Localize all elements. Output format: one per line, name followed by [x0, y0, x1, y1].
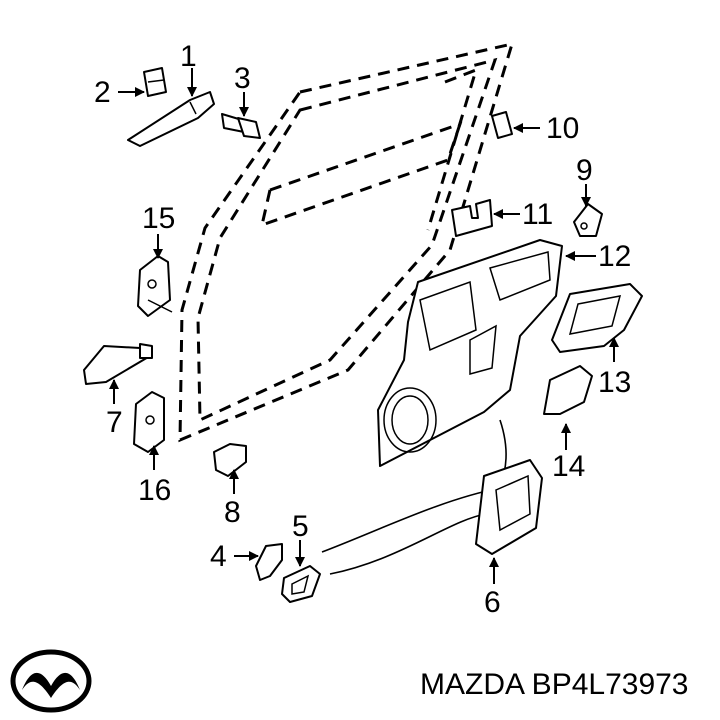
- callout-11: 11: [522, 198, 553, 231]
- part-10-clip: [491, 111, 513, 139]
- part-14-seal: [543, 365, 593, 415]
- callout-4: 4: [210, 540, 227, 573]
- part-11-bracket: [451, 199, 493, 237]
- callout-12: 12: [598, 240, 631, 273]
- door-outline: [178, 41, 515, 443]
- part-9-clip: [573, 203, 603, 237]
- callout-2: 2: [94, 76, 111, 109]
- callout-9: 9: [576, 154, 593, 187]
- callout-7: 7: [106, 406, 123, 439]
- callout-5: 5: [292, 510, 309, 543]
- part-3-bolt: [221, 113, 261, 139]
- callout-13: 13: [598, 366, 631, 399]
- callout-8: 8: [224, 496, 241, 529]
- callout-1: 1: [180, 40, 197, 73]
- mazda-logo-icon: [10, 649, 92, 713]
- part-5-bezel: [281, 565, 321, 603]
- callout-16: 16: [138, 474, 171, 507]
- part-16-lower-hinge: [133, 391, 165, 453]
- callout-14: 14: [552, 450, 585, 483]
- part-number-label: MAZDA BP4L73973: [420, 668, 689, 701]
- part-2-clip: [143, 67, 167, 97]
- callout-6: 6: [484, 586, 501, 619]
- part-12-regulator-panel: [377, 239, 563, 467]
- callout-10: 10: [546, 112, 579, 145]
- part-15-upper-hinge: [137, 255, 173, 317]
- callout-15: 15: [142, 202, 175, 235]
- callout-3: 3: [234, 62, 251, 95]
- part-4-inner-handle: [255, 543, 283, 581]
- part-6-latch: [321, 419, 543, 575]
- leader-arrows: [109, 68, 619, 584]
- part-13-cover: [551, 283, 643, 353]
- part-7-door-check: [83, 343, 153, 385]
- part-1-outer-handle: [127, 91, 215, 147]
- part-8-striker: [213, 443, 247, 477]
